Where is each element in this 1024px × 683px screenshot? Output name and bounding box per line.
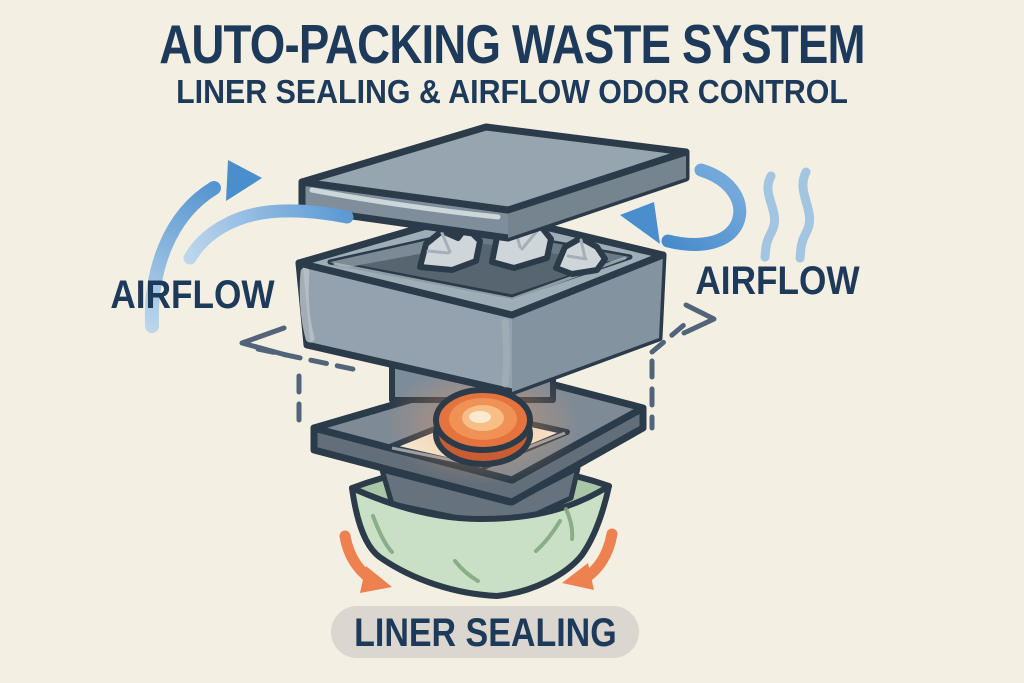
liner-wrap-arrow-right-icon: [562, 528, 618, 590]
guide-dash-right: [649, 316, 694, 355]
airflow-arrow-left-icon: [144, 160, 262, 333]
liner-crease-lines: [371, 507, 575, 583]
bin-corner-highlight: [299, 267, 315, 343]
explode-guide-lines: [239, 302, 717, 431]
guide-chevron-right-icon: [681, 302, 717, 336]
liner-body: [349, 483, 612, 599]
waste-paper: [417, 219, 608, 277]
airflow-stroke-secondary-icon: [183, 204, 354, 265]
lid-top-face: [298, 123, 690, 214]
page-subtitle: LINER SEALING & AIRFLOW ODOR CONTROL: [176, 73, 848, 110]
heat-seal-element: [433, 387, 533, 467]
page-title: AUTO-PACKING WASTE SYSTEM: [159, 13, 865, 75]
lid-highlight: [309, 187, 501, 220]
bin-front-highlight: [501, 318, 510, 388]
liner-sealing-badge: LINER SEALING: [331, 606, 639, 658]
guide-dash-left: [255, 346, 365, 374]
waste-bin: [295, 207, 667, 396]
airflow-label-left: AIRFLOW: [110, 273, 275, 317]
liner-wrap-arrow-left-icon: [339, 530, 392, 593]
seal-disc-center: [469, 411, 491, 423]
lid: [298, 123, 690, 242]
liner-sealing-label: LINER SEALING: [354, 611, 617, 655]
airflow-label-right: AIRFLOW: [695, 259, 860, 303]
lid-side-right: [508, 152, 686, 238]
airflow-arrow-right-icon: [620, 163, 747, 251]
odor-wave-icon: [760, 167, 815, 263]
waste-ball-3: [553, 235, 608, 277]
bin-wall-right: [512, 255, 663, 392]
